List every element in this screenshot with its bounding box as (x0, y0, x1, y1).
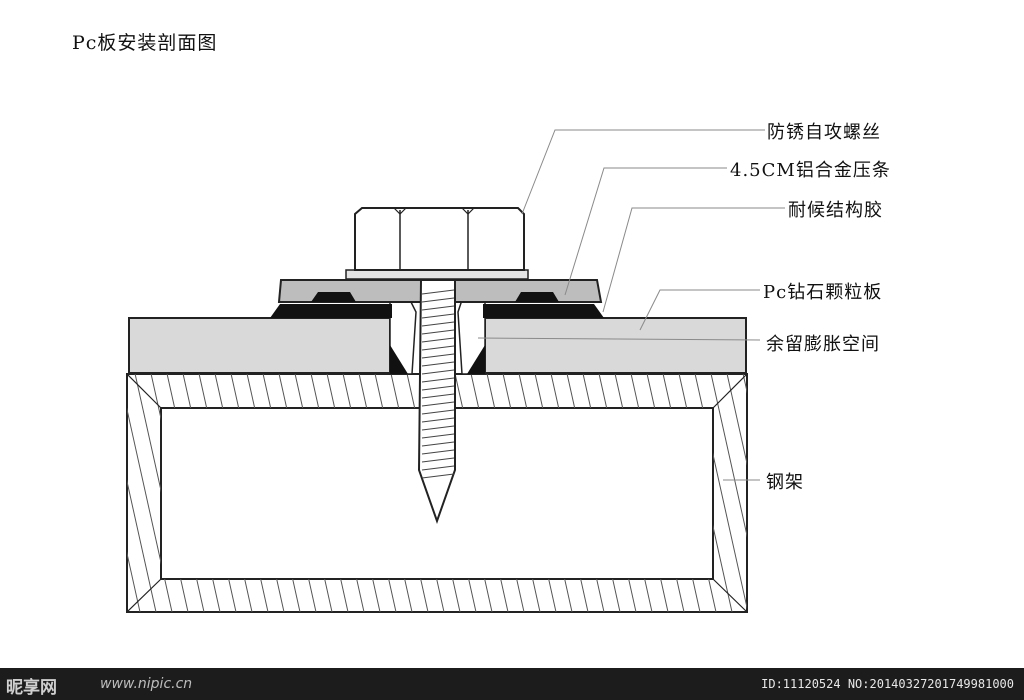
screw-thread (421, 393, 455, 399)
screw-thread (421, 441, 455, 447)
label-sealant: 耐候结构胶 (788, 200, 883, 221)
hatch-line (756, 360, 816, 630)
hatch-line (1012, 360, 1024, 630)
diagram-title: Pc板安装剖面图 (72, 32, 218, 54)
screw-thread (421, 345, 455, 351)
screw-thread (421, 305, 455, 311)
hatch-line (127, 374, 177, 612)
screw-thread (421, 449, 455, 455)
structural-sealant (270, 304, 604, 318)
screw-thread (421, 353, 455, 359)
leader-lines (477, 129, 785, 481)
site-url: www.nipic.cn (100, 676, 193, 692)
screw-thread (421, 289, 455, 295)
label-pressure-strip: 4.5CM铝合金压条 (730, 160, 891, 181)
screw-thread (421, 297, 455, 303)
label-steel-frame: 钢架 (766, 472, 804, 493)
hatch-line (868, 360, 928, 630)
hatch-line (916, 360, 976, 630)
hatch-line (836, 360, 896, 630)
hatch-line (707, 374, 747, 612)
hatch-line (900, 360, 960, 630)
expansion-gap (389, 297, 486, 375)
screw-thread (421, 465, 455, 471)
pc-board (128, 317, 747, 374)
hatch-line (723, 374, 747, 612)
screw-thread (421, 369, 455, 375)
screw-thread (421, 409, 455, 415)
screw-thread (421, 417, 455, 423)
washer (345, 269, 529, 280)
hatch-line (127, 374, 161, 612)
screw-thread (421, 377, 455, 383)
screw-thread (421, 385, 455, 391)
screw-thread (421, 361, 455, 367)
label-screw: 防锈自攻螺丝 (767, 122, 881, 143)
hatch-line (127, 374, 145, 612)
hatch-line (964, 360, 1024, 630)
hatch-line (996, 360, 1024, 630)
screw-thread (421, 433, 455, 439)
screw-thread (421, 473, 455, 479)
screw-thread (421, 457, 455, 463)
hatch-line (884, 360, 944, 630)
hatch-line (739, 374, 747, 612)
hatch-line (36, 360, 96, 630)
hatch-line (127, 374, 129, 612)
hatch-line (820, 360, 880, 630)
hatch-line (788, 360, 848, 630)
label-pc-board: Pc钻石颗粒板 (763, 282, 883, 303)
screw-thread (421, 313, 455, 319)
screw-thread (421, 401, 455, 407)
hatch-line (932, 360, 992, 630)
screw-thread (421, 321, 455, 327)
self-tapping-screw (417, 279, 456, 525)
hatch-line (52, 360, 112, 630)
screw-thread (421, 425, 455, 431)
hatch-line (948, 360, 1008, 630)
site-logo: 昵享网 (6, 678, 57, 698)
hatch-line (691, 374, 747, 612)
steel-frame (20, 360, 1024, 630)
hatch-line (852, 360, 912, 630)
screw-head (354, 207, 525, 271)
hatch-line (772, 360, 832, 630)
hatch-line (980, 360, 1024, 630)
image-id: ID:11120524 NO:20140327201749981000 (761, 677, 1014, 691)
screw-thread (421, 337, 455, 343)
screw-thread (421, 329, 455, 335)
hatch-line (804, 360, 864, 630)
watermark-footer: 昵享网 www.nipic.cn ID:11120524 NO:20140327… (0, 668, 1024, 700)
label-expansion-gap: 余留膨胀空间 (766, 334, 880, 355)
hatch-line (20, 360, 80, 630)
